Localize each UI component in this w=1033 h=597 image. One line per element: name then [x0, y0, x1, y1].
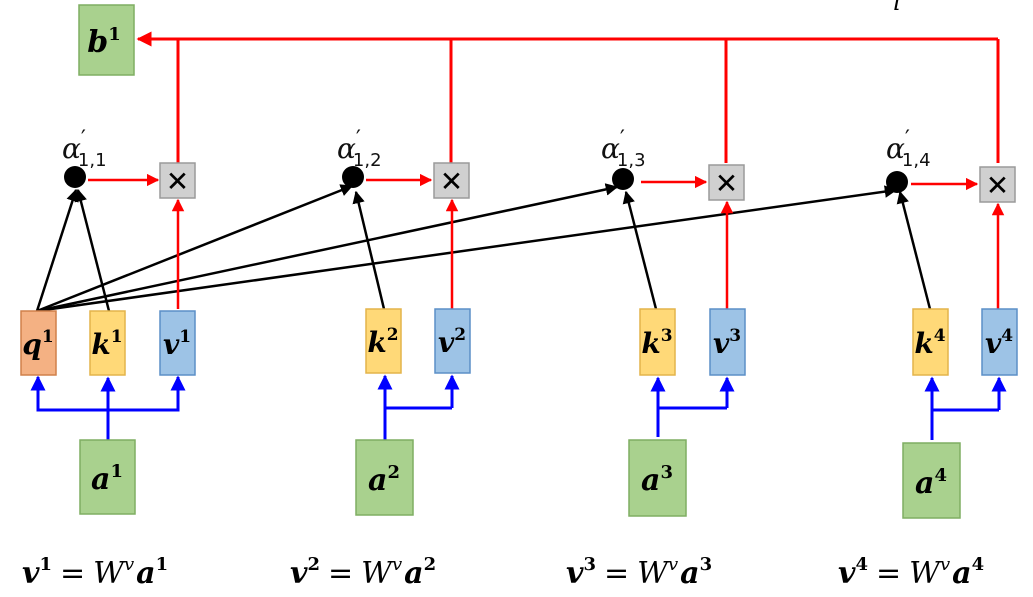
- multiply-node-3: ✕: [708, 164, 745, 201]
- value-box-v4: v4: [981, 308, 1018, 376]
- score-node-4: [886, 171, 908, 193]
- input-box-a3: a3: [628, 439, 687, 517]
- key-box-k2: k2: [365, 308, 402, 374]
- svg-text:v4: v4: [985, 326, 1013, 360]
- key-box-k4: k4: [912, 308, 949, 376]
- output-box-b1: b1: [78, 4, 135, 76]
- score-node-3: [612, 168, 634, 190]
- multiply-icon: ✕: [440, 165, 463, 198]
- value-box-v1: v1: [159, 310, 196, 376]
- alpha-label-3: α′1,3: [601, 127, 646, 171]
- svg-text:b1: b1: [87, 24, 121, 60]
- input-projection-lines-2: [377, 374, 460, 440]
- multiply-node-2: ✕: [433, 162, 470, 199]
- input-projection-lines-1: [30, 375, 186, 440]
- input-projection-lines-4: [924, 376, 1007, 440]
- alpha-label-4: α′1,4: [886, 127, 931, 171]
- svg-text:q1: q1: [22, 327, 53, 361]
- svg-text:a4: a4: [915, 465, 947, 501]
- input-box-a2: a2: [355, 439, 414, 516]
- multiply-icon: ✕: [715, 167, 738, 200]
- key-box-k1: k1: [89, 310, 126, 376]
- query-box-q1: q1: [20, 310, 57, 376]
- svg-text:k4: k4: [914, 326, 945, 360]
- svg-text:v3: v3: [713, 326, 741, 360]
- top-index-label: i: [893, 0, 901, 16]
- value-box-v3: v3: [709, 308, 746, 376]
- column-2: α′1,2 ✕ k2 v2 a2: [290, 127, 471, 591]
- equation-1: v1=Wva1: [22, 554, 168, 591]
- output-sup: 1: [108, 24, 121, 45]
- equation-3: v3=Wva3: [566, 554, 712, 591]
- multiply-icon: ✕: [986, 169, 1009, 202]
- alpha-label-1: α′1,1: [62, 127, 107, 171]
- score-node-2: [342, 166, 364, 188]
- svg-text:k2: k2: [367, 325, 398, 359]
- multiply-node-1: ✕: [159, 162, 196, 199]
- input-projection-lines-3: [650, 376, 735, 437]
- query-key-lines: [35, 183, 932, 313]
- equation-4: v4=Wva4: [838, 554, 984, 591]
- column-1: α′1,1 ✕ q1 k1 v1: [20, 127, 196, 591]
- column-3: α′1,3 ✕ k3 v3 a3: [566, 127, 746, 591]
- alpha-label-2: α′1,2: [337, 127, 382, 171]
- input-box-a1: a1: [79, 439, 136, 515]
- svg-text:v1: v1: [163, 327, 191, 361]
- value-box-v2: v2: [434, 308, 471, 374]
- multiply-icon: ✕: [166, 165, 189, 198]
- svg-text:a3: a3: [641, 462, 673, 498]
- input-box-a4: a4: [902, 442, 961, 519]
- svg-text:a1: a1: [91, 461, 123, 497]
- weighted-sum-bus: [136, 31, 1000, 163]
- svg-text:v2: v2: [438, 325, 466, 359]
- key-box-k3: k3: [639, 308, 676, 376]
- equation-2: v2=Wva2: [290, 554, 436, 591]
- output-base: b: [87, 25, 108, 60]
- svg-text:k1: k1: [91, 327, 122, 361]
- svg-text:a2: a2: [368, 462, 400, 498]
- svg-text:k3: k3: [641, 326, 672, 360]
- multiply-node-4: ✕: [979, 166, 1016, 203]
- column-4: α′1,4 ✕ k4 v4 a4: [838, 127, 1018, 591]
- score-node-1: [64, 166, 86, 188]
